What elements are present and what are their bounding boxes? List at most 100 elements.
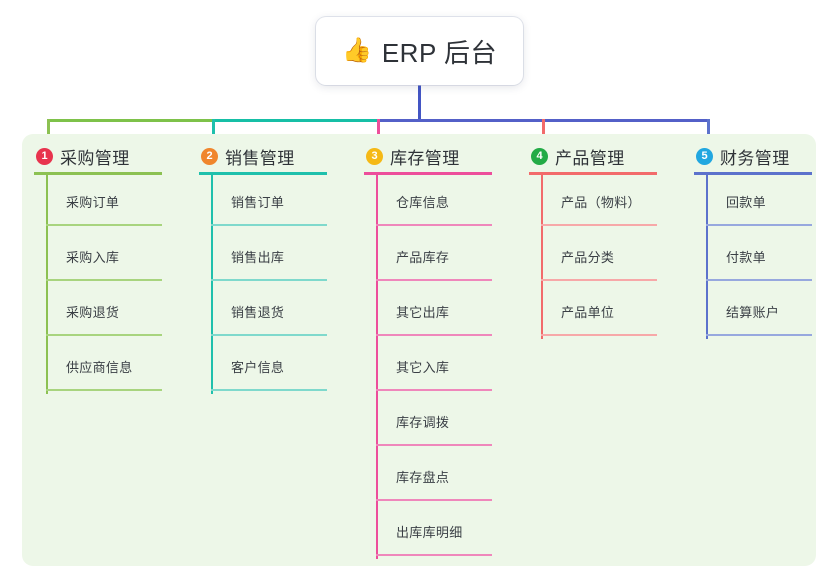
leaf-node[interactable]: 库存盘点 [376, 447, 492, 502]
connector-drop-1 [47, 119, 50, 147]
branch-header-4[interactable]: 4 产品管理 [531, 144, 625, 169]
leaf-node[interactable]: 销售退货 [211, 282, 327, 337]
branch-title-1: 采购管理 [60, 149, 130, 168]
branch-rule-2 [199, 172, 327, 175]
connector-drop-3 [377, 119, 380, 147]
branches-panel: 1 采购管理采购订单采购入库采购退货供应商信息 2 销售管理销售订单销售出库销售退货客… [22, 134, 816, 566]
branch-rule-1 [34, 172, 162, 175]
leaf-node-rule [706, 279, 812, 281]
branch-title-2: 销售管理 [225, 149, 295, 168]
leaf-node-rule [46, 279, 162, 281]
leaf-node[interactable]: 采购入库 [46, 227, 162, 282]
leaf-node-label: 出库库明细 [396, 525, 463, 540]
leaf-node-label: 采购入库 [66, 250, 120, 265]
leaf-node[interactable]: 付款单 [706, 227, 812, 282]
leaf-node-rule [376, 499, 492, 501]
leaf-node[interactable]: 产品单位 [541, 282, 657, 337]
branch-badge-3: 3 [366, 148, 383, 165]
connector-drop-2 [212, 119, 215, 147]
leaf-node-label: 采购订单 [66, 195, 120, 210]
connector-root-stem [418, 85, 421, 119]
leaf-node[interactable]: 其它出库 [376, 282, 492, 337]
branch-spine-1 [46, 172, 48, 394]
leaf-node-rule [211, 389, 327, 391]
leaf-node-label: 采购退货 [66, 305, 120, 320]
leaf-node-rule [46, 224, 162, 226]
leaf-node[interactable]: 回款单 [706, 172, 812, 227]
connector-bus-green [47, 119, 215, 122]
leaf-node[interactable]: 产品库存 [376, 227, 492, 282]
leaf-node-label: 库存盘点 [396, 470, 450, 485]
branch-badge-5: 5 [696, 148, 713, 165]
leaf-node-rule [706, 334, 812, 336]
leaf-node[interactable]: 仓库信息 [376, 172, 492, 227]
leaf-node-rule [46, 389, 162, 391]
leaf-node-rule [376, 389, 492, 391]
branch-rule-5 [694, 172, 812, 175]
leaf-node-label: 其它入库 [396, 360, 450, 375]
leaf-node[interactable]: 结算账户 [706, 282, 812, 337]
branch-spine-2 [211, 172, 213, 394]
leaf-node[interactable]: 其它入库 [376, 337, 492, 392]
leaf-node[interactable]: 出库库明细 [376, 502, 492, 557]
leaf-node[interactable]: 销售出库 [211, 227, 327, 282]
leaf-node-label: 产品（物料） [561, 195, 641, 210]
leaf-node-rule [541, 224, 657, 226]
leaf-node-label: 回款单 [726, 195, 766, 210]
branch-title-5: 财务管理 [720, 149, 790, 168]
leaf-node-rule [46, 334, 162, 336]
branch-spine-5 [706, 172, 708, 339]
leaf-node-label: 销售出库 [231, 250, 285, 265]
leaf-node-rule [541, 279, 657, 281]
leaf-node-rule [376, 334, 492, 336]
leaf-node-rule [376, 444, 492, 446]
branch-badge-1: 1 [36, 148, 53, 165]
leaf-node-rule [211, 334, 327, 336]
leaf-node-rule [376, 224, 492, 226]
leaf-node[interactable]: 采购订单 [46, 172, 162, 227]
branch-header-2[interactable]: 2 销售管理 [201, 144, 295, 169]
leaf-node[interactable]: 产品（物料） [541, 172, 657, 227]
leaf-node-label: 客户信息 [231, 360, 285, 375]
branch-title-3: 库存管理 [390, 149, 460, 168]
branch-title-4: 产品管理 [555, 149, 625, 168]
leaf-node[interactable]: 销售订单 [211, 172, 327, 227]
leaf-node[interactable]: 供应商信息 [46, 337, 162, 392]
leaf-node[interactable]: 产品分类 [541, 227, 657, 282]
leaf-node-label: 付款单 [726, 250, 766, 265]
thumbs-up-icon: 👍 [341, 37, 372, 64]
branch-rule-4 [529, 172, 657, 175]
leaf-node-label: 仓库信息 [396, 195, 450, 210]
leaf-node-label: 产品单位 [561, 305, 615, 320]
leaf-node-label: 供应商信息 [66, 360, 133, 375]
branch-badge-4: 4 [531, 148, 548, 165]
connector-drop-4 [542, 119, 545, 147]
root-node[interactable]: 👍 ERP 后台 [316, 17, 523, 85]
leaf-node-rule [376, 279, 492, 281]
branch-rule-3 [364, 172, 492, 175]
leaf-node-rule [211, 279, 327, 281]
leaf-node-label: 结算账户 [726, 305, 780, 320]
leaf-node-rule [706, 224, 812, 226]
branch-header-3[interactable]: 3 库存管理 [366, 144, 460, 169]
leaf-node-label: 产品分类 [561, 250, 615, 265]
leaf-node-label: 库存调拨 [396, 415, 450, 430]
branch-spine-3 [376, 172, 378, 559]
leaf-node-label: 其它出库 [396, 305, 450, 320]
leaf-node[interactable]: 客户信息 [211, 337, 327, 392]
branch-header-1[interactable]: 1 采购管理 [36, 144, 130, 169]
branch-header-5[interactable]: 5 财务管理 [696, 144, 790, 169]
leaf-node-label: 销售订单 [231, 195, 285, 210]
connector-bus-teal [212, 119, 380, 122]
leaf-node[interactable]: 库存调拨 [376, 392, 492, 447]
leaf-node[interactable]: 采购退货 [46, 282, 162, 337]
leaf-node-rule [376, 554, 492, 556]
leaf-node-rule [541, 334, 657, 336]
leaf-node-rule [211, 224, 327, 226]
root-node-content: 👍 ERP 后台 [342, 33, 497, 70]
branch-spine-4 [541, 172, 543, 339]
leaf-node-label: 销售退货 [231, 305, 285, 320]
page-title: ERP 后台 [381, 37, 498, 68]
branch-badge-2: 2 [201, 148, 218, 165]
